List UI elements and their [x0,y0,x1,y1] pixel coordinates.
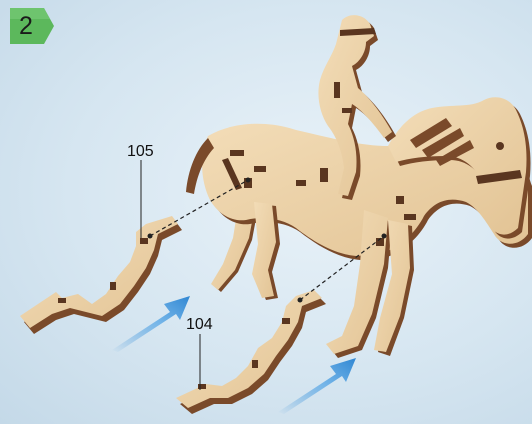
motion-arrow-right-icon [278,358,356,414]
part-label-104: 104 [186,316,213,334]
step-number: 2 [6,9,46,43]
horse-model [186,97,532,358]
part-105-leg-piece [20,216,182,334]
part-label-105: 105 [127,143,154,161]
